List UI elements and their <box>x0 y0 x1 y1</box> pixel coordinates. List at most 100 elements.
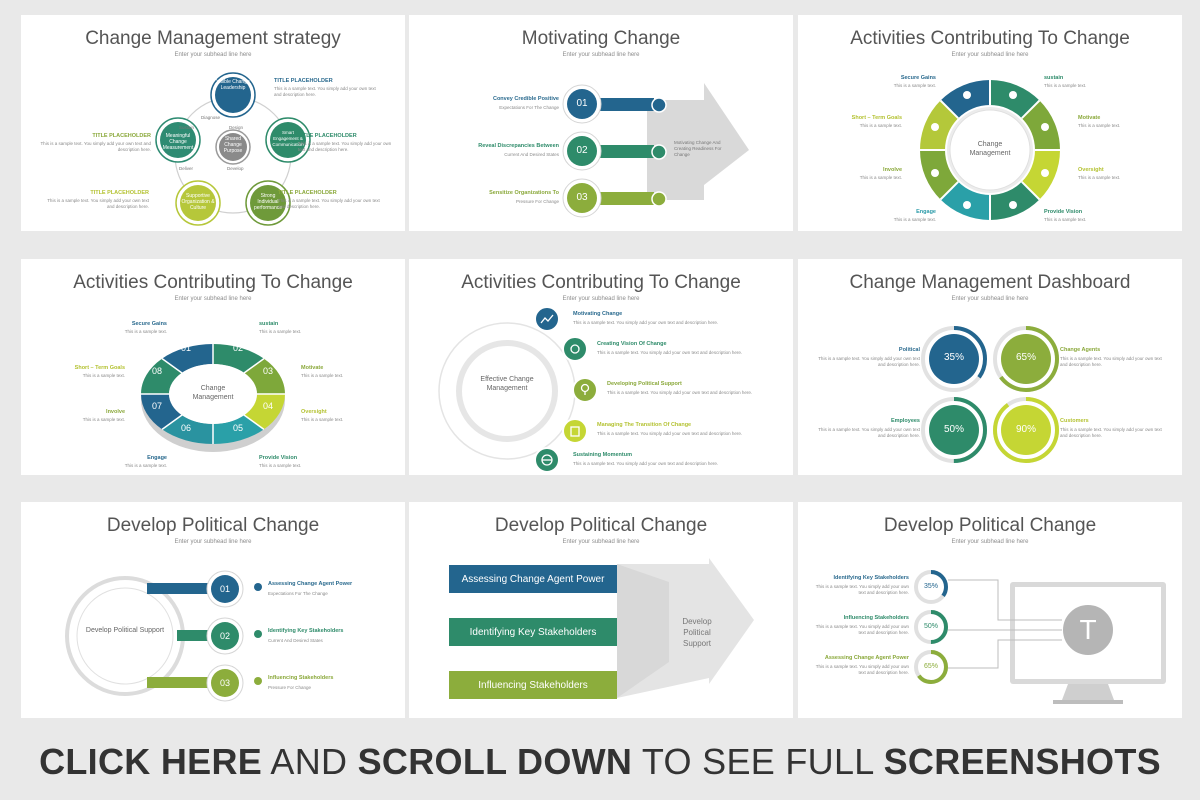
gauge-text: This is a sample text. You simply add yo… <box>818 356 920 367</box>
gauge-text: This is a sample text. You simply add yo… <box>1060 356 1162 367</box>
step-number: 03 <box>576 192 588 203</box>
step-number: 02 <box>576 145 588 156</box>
gauge-text: This is a sample text. You simply add yo… <box>818 427 920 438</box>
activity-text: This is a sample text. <box>859 123 902 128</box>
sample-text: This is a sample text. You simply add yo… <box>47 198 149 209</box>
arrow-diagram <box>562 83 749 218</box>
activity-text: This is a sample text. <box>259 329 302 334</box>
footer-text: TO SEE FULL <box>632 741 884 782</box>
oval-diagram <box>140 344 286 452</box>
activity-label: Short – Term Goals <box>851 115 902 121</box>
slide-political-monitor[interactable]: Develop Political Change Enter your subh… <box>798 502 1182 718</box>
slide-activities-arc[interactable]: Activities Contributing To Change Enter … <box>409 259 793 475</box>
step-title: Sensitize Organizations To <box>489 190 559 196</box>
step-sub: Current And Desired States <box>504 152 559 157</box>
political-bar: Identifying Key Stakeholders <box>449 618 617 646</box>
slide-title: Change Management Dashboard <box>849 272 1131 293</box>
gauge-fill <box>1001 334 1051 384</box>
stakeholder-text: This is a sample text. You simply add yo… <box>815 664 909 675</box>
activity-label: Short – Term Goals <box>74 365 125 371</box>
slide-title: Activities Contributing To Change <box>850 28 1130 49</box>
slide-dashboard[interactable]: Change Management Dashboard Enter your s… <box>798 259 1182 475</box>
segment-number: 08 <box>151 366 162 376</box>
slide-title: Develop Political Change <box>494 515 708 536</box>
arc-item-title: Managing The Transition Of Change <box>597 422 692 428</box>
gauge-arc <box>921 397 987 463</box>
sample-text: This is a sample text. You simply add yo… <box>40 141 151 152</box>
slide-subhead: Enter your subhead line here <box>562 296 640 302</box>
slide-subhead: Enter your subhead line here <box>951 539 1029 545</box>
slide-political-circle[interactable]: Develop Political Change Enter your subh… <box>21 502 405 718</box>
activity-label: Involve <box>883 167 902 173</box>
slide-political-bars[interactable]: Develop Political Change Enter your subh… <box>409 502 793 718</box>
gauge-arc <box>921 326 987 392</box>
slide-subhead: Enter your subhead line here <box>174 52 252 58</box>
slide-title: Change Management strategy <box>85 28 341 49</box>
arc-item-title: Sustaining Momentum <box>573 452 632 458</box>
slide-change-management-strategy[interactable]: Change Management strategy Enter your su… <box>21 15 405 231</box>
activity-text: This is a sample text. <box>301 373 344 378</box>
activity-text: This is a sample text. <box>82 373 125 378</box>
activity-label: Engage <box>147 455 167 461</box>
step-sub: Pressure For Change <box>515 199 559 204</box>
gauge-text: This is a sample text. You simply add yo… <box>1060 427 1162 438</box>
activity-label: Provide Vision <box>1044 209 1083 215</box>
circle-label: Smart Engagement & Communication <box>272 130 304 147</box>
activity-text: This is a sample text. <box>1078 175 1121 180</box>
activity-text: This is a sample text. <box>893 217 936 222</box>
activity-text: This is a sample text. <box>893 83 936 88</box>
step-title: Identifying Key Stakeholders <box>268 628 344 634</box>
footer-scroll-down: SCROLL DOWN <box>357 741 633 782</box>
stakeholder-arc <box>914 570 948 604</box>
monitor-diagram <box>914 570 1166 704</box>
slide-activities-ring[interactable]: Activities Contributing To Change Enter … <box>798 15 1182 231</box>
slide-title: Develop Political Change <box>883 515 1097 536</box>
activity-text: This is a sample text. <box>124 463 167 468</box>
segment-number: 06 <box>180 423 191 433</box>
stakeholder-text: This is a sample text. You simply add yo… <box>815 624 909 635</box>
footer-text: AND <box>262 741 358 782</box>
slide-title: Activities Contributing To Change <box>73 272 353 293</box>
ring-center: Change Management <box>969 141 1011 157</box>
political-center: Develop Political Support <box>85 627 165 634</box>
circle-label: Supportive Organization & Culture <box>181 193 215 211</box>
footer-click-here[interactable]: CLICK HERE <box>39 741 263 782</box>
circle-label: Visible Change Leadership <box>216 79 250 91</box>
ring-label: Sustain <box>179 125 195 130</box>
arc-item-title: Motivating Change <box>573 311 623 317</box>
arc-center: Effective Change Management <box>480 376 534 392</box>
step-sub: Current And Desired States <box>268 638 323 643</box>
activity-label: Engage <box>916 209 936 215</box>
gauge-arc <box>993 397 1059 463</box>
stakeholder-pct: 50% <box>923 623 938 630</box>
activity-label: Secure Gains <box>131 321 167 327</box>
sample-text: This is a sample text. You simply add yo… <box>278 198 380 209</box>
footer-screenshots: SCREENSHOTS <box>883 741 1161 782</box>
slide-subhead: Enter your subhead line here <box>562 52 640 58</box>
segment-number: 03 <box>262 366 273 376</box>
slide-subhead: Enter your subhead line here <box>951 296 1029 302</box>
ring-label: Diagnose <box>201 115 221 120</box>
activity-label: Motivate <box>1078 115 1101 121</box>
activity-text: This is a sample text. <box>859 175 902 180</box>
funnel-arrow <box>617 558 754 698</box>
slide-subhead: Enter your subhead line here <box>174 539 252 545</box>
slide-title: Develop Political Change <box>106 515 320 536</box>
gauge-pct: 90% <box>1015 424 1036 435</box>
slide-motivating-change[interactable]: Motivating Change Enter your subhead lin… <box>409 15 793 231</box>
segment-number: 04 <box>262 401 273 411</box>
slide-activities-oval[interactable]: Activities Contributing To Change Enter … <box>21 259 405 475</box>
stakeholder-title: Identifying Key Stakeholders <box>833 575 910 581</box>
segment-number: 02 <box>232 343 243 353</box>
segment-number: 07 <box>151 401 162 411</box>
gauge-fill <box>929 405 979 455</box>
activity-label: sustain <box>259 321 279 327</box>
activity-text: This is a sample text. <box>124 329 167 334</box>
arc-item-text: This is a sample text. You simply add yo… <box>597 350 743 355</box>
gauge-pct: 65% <box>1015 352 1036 363</box>
footer-cta[interactable]: CLICK HERE AND SCROLL DOWN TO SEE FULL S… <box>0 741 1200 783</box>
segment-number: 05 <box>232 423 243 433</box>
activity-label: Oversight <box>301 409 327 415</box>
slide-subhead: Enter your subhead line here <box>562 539 640 545</box>
ring-diagram <box>920 80 1060 220</box>
